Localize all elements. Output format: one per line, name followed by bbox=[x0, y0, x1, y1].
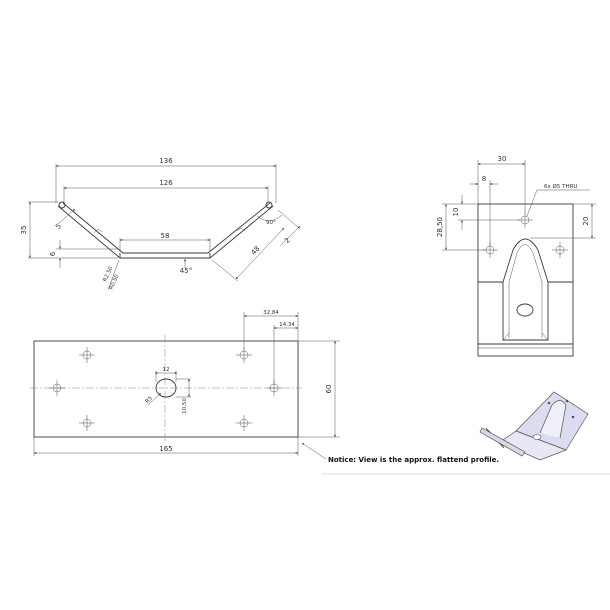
dim-slot-radius: R5 bbox=[145, 395, 155, 405]
isometric-3d-view bbox=[479, 391, 589, 461]
dim-slope-length: 48 bbox=[250, 245, 262, 257]
dim-thickness: 2 bbox=[283, 236, 292, 245]
dim-inner-width: 126 bbox=[159, 179, 173, 187]
dim-bottom-flat: 58 bbox=[161, 232, 170, 240]
dim-flat-width: 60 bbox=[325, 385, 333, 394]
dim-bottom-angle: 45° bbox=[180, 267, 192, 275]
dim-flange: 5 bbox=[54, 222, 63, 231]
side-view: 136 126 58 35 6 5 R2.50 R0.50 45° 90 bbox=[20, 157, 301, 291]
flat-pattern-view: 12 10,50 R5 165 60 32,84 14,34 bbox=[30, 310, 340, 456]
front-view: 30 8 10 28,50 20 6x Ø5 THRU bbox=[436, 155, 596, 357]
dim-ref-2: 14,34 bbox=[279, 322, 295, 328]
dim-top-offset: 10 bbox=[452, 208, 460, 217]
dim-hole-vertical: 28,50 bbox=[436, 217, 444, 237]
dim-right-vertical: 20 bbox=[582, 217, 590, 226]
dim-front-width: 30 bbox=[498, 155, 507, 163]
notice-text: Notice: View is the approx. flattend pro… bbox=[328, 456, 499, 464]
dim-base-offset: 6 bbox=[49, 251, 57, 256]
dim-hole-offset: 8 bbox=[482, 175, 486, 183]
dim-height: 35 bbox=[20, 226, 28, 235]
dim-slot-width: 12 bbox=[163, 367, 170, 373]
dim-ref-1: 32,84 bbox=[263, 310, 279, 316]
dim-flat-length: 165 bbox=[159, 445, 172, 453]
dim-bend-angle: 90° bbox=[266, 220, 276, 226]
dim-slot-height: 10,50 bbox=[182, 398, 188, 414]
hole-callout: 6x Ø5 THRU bbox=[544, 183, 577, 190]
dim-overall-width: 136 bbox=[159, 157, 173, 165]
